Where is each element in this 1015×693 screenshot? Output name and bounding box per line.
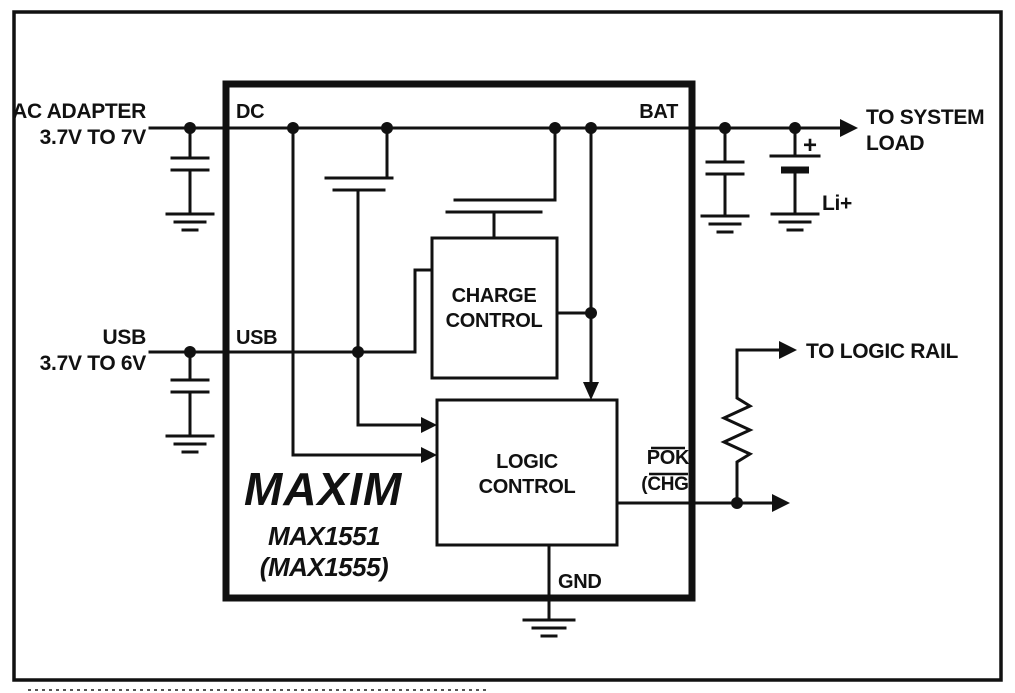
charge-control-block bbox=[430, 236, 559, 380]
logic-control-block bbox=[435, 398, 619, 547]
ground-symbol-battery bbox=[770, 212, 820, 232]
pin-label-usb: USB bbox=[236, 327, 277, 349]
wire-usb-to-logic bbox=[356, 350, 425, 427]
maxim-logo: MAXIM bbox=[244, 463, 403, 515]
pin-label-gnd: GND bbox=[558, 571, 602, 593]
system-load-label-line1: TO SYSTEM bbox=[866, 106, 984, 129]
charge-control-label-line2: CONTROL bbox=[446, 310, 543, 332]
arrow-usb-into-logic bbox=[421, 417, 437, 433]
arrow-bat-into-logic bbox=[583, 382, 599, 400]
ground-symbol-bat bbox=[700, 214, 750, 234]
pin-label-pok: POK bbox=[647, 447, 690, 469]
arrow-to-system-load bbox=[840, 119, 858, 137]
part-number-primary: MAX1551 bbox=[268, 521, 380, 551]
logic-control-label-line1: LOGIC bbox=[496, 451, 558, 473]
battery-type-label: Li+ bbox=[822, 192, 852, 215]
usb-input-label-line1: USB bbox=[103, 326, 147, 349]
capacitor-bat bbox=[700, 126, 750, 234]
charge-control-label-line1: CHARGE bbox=[452, 285, 537, 307]
junction-dots bbox=[184, 122, 801, 509]
arrow-pok-output bbox=[772, 494, 790, 512]
system-load-label-line2: LOAD bbox=[866, 132, 924, 155]
transistor-q1 bbox=[324, 126, 394, 354]
usb-input-label-line2: 3.7V TO 6V bbox=[40, 352, 147, 375]
ground-symbol-usb bbox=[165, 434, 215, 454]
ac-adapter-label-line2: 3.7V TO 7V bbox=[40, 126, 147, 149]
pin-label-chg: (CHG) bbox=[641, 474, 694, 495]
arrow-dc-into-logic bbox=[421, 447, 437, 463]
battery-plus-sign: + bbox=[803, 132, 817, 159]
battery-li-ion bbox=[769, 126, 821, 232]
part-number-secondary: (MAX1555) bbox=[260, 552, 388, 582]
arrow-to-logic-rail bbox=[779, 341, 797, 359]
ground-symbol-ac bbox=[165, 212, 215, 232]
ground-symbol-gnd-pin bbox=[522, 618, 576, 638]
wire-dc-to-logic bbox=[291, 126, 425, 457]
ac-adapter-label-line1: AC ADAPTER bbox=[12, 100, 146, 123]
pin-label-bat: BAT bbox=[639, 101, 678, 123]
pin-label-dc: DC bbox=[236, 101, 264, 123]
logic-rail-label: TO LOGIC RAIL bbox=[806, 340, 959, 363]
logic-control-label-line2: CONTROL bbox=[479, 476, 576, 498]
wire-usb-to-charge-control bbox=[413, 268, 434, 354]
capacitor-usb bbox=[165, 350, 215, 454]
transistor-q2 bbox=[445, 126, 557, 240]
ic-outline bbox=[222, 80, 696, 602]
